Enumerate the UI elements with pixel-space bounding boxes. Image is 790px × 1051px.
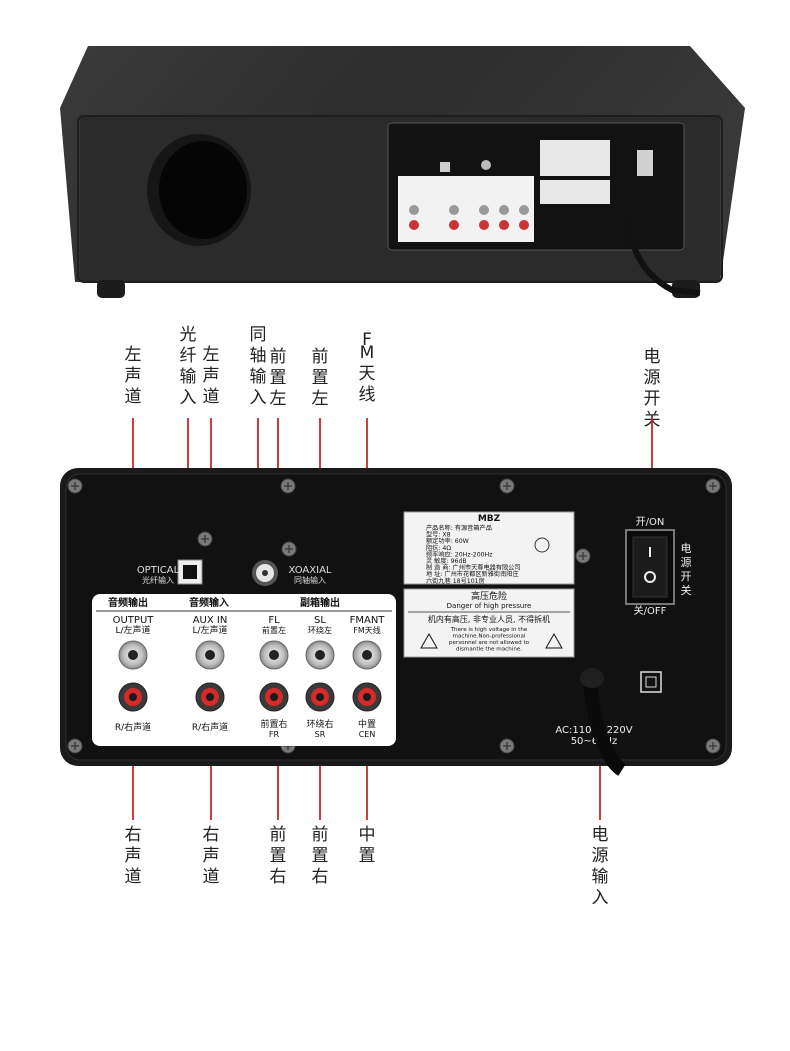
mini-power-cord	[621, 211, 701, 296]
spec-line: 产品名称: 有源音箱产品	[426, 524, 492, 532]
warning-icon-right	[545, 632, 563, 649]
sl-cn-label: 环绕左	[308, 625, 332, 635]
callout-front-left-a: 前置左	[270, 347, 287, 409]
spec-line: 型号: X8	[426, 531, 451, 539]
rear-panel: OPTICAL 光纤输入 XOAXIAL 同轴输入 音频输出 音频输入 副箱输出…	[60, 468, 732, 776]
warning-plate	[403, 588, 575, 658]
warning-en: There is high voltage in themachine.Non-…	[449, 627, 530, 653]
power-frequency: 50~60Hz	[571, 736, 618, 747]
out-r-label: R/右声道	[115, 721, 151, 733]
warning-title: 高压危险	[471, 590, 507, 602]
fr-label: FR	[269, 730, 280, 739]
optical-cn-label: 光纤输入	[142, 575, 174, 585]
group-sub-out: 副箱输出	[300, 596, 340, 609]
callouts-bottom: 右声道 右声道 前置右 前置右 中置 电源输入	[125, 825, 609, 908]
callout-right-channel: 右声道	[125, 825, 142, 887]
ccc-mark	[534, 537, 550, 553]
callout-left-channel: 左声道	[125, 345, 142, 407]
group-audio-in: 音频输入	[189, 596, 229, 609]
foot-left	[97, 280, 125, 298]
callout-front-right-b: 前置右	[312, 825, 329, 887]
warning-en-line: There is high voltage in the	[450, 627, 528, 633]
callout-power-switch: 电源开关	[644, 347, 661, 430]
spec-line: 额定功率: 60W	[426, 537, 469, 545]
spec-line: 六街九巷 18号101房	[426, 577, 485, 585]
power-inlet	[580, 668, 604, 688]
warning-en-line: dismantle the machine.	[456, 647, 522, 653]
switch-side-label: 电源开关	[681, 542, 692, 597]
switch-side-text: 电源开关	[681, 542, 692, 597]
spec-line: 制 造 商: 广州市天尊电器有限公司	[426, 564, 521, 572]
subwoofer-photo	[60, 46, 745, 298]
sr-label: SR	[315, 730, 326, 739]
callout-power-in: 电源输入	[592, 825, 609, 908]
warning-icon-left	[420, 632, 438, 649]
coax-label: XOAXIAL	[289, 565, 332, 576]
fmant-cn-label: FM天线	[353, 625, 381, 635]
power-cord	[583, 677, 627, 776]
mini-white-area	[398, 176, 534, 242]
sl-label: SL	[314, 615, 326, 626]
spec-line: 地 址: 广州市花都区新雅街南阳庄	[426, 570, 519, 578]
callout-coax-in: 同轴输入	[250, 325, 267, 408]
warning-subtitle: Danger of high pressure	[447, 602, 532, 610]
spec-plate	[403, 511, 575, 585]
switch-off-label: 关/OFF	[634, 604, 667, 617]
sr-cn-label: 环绕右	[306, 718, 333, 730]
warning-en-line: personnel are not allowed to	[449, 640, 530, 646]
brand-label: MBZ	[478, 514, 501, 524]
ground-symbol	[640, 671, 662, 693]
rca-jacks	[118, 640, 382, 712]
callout-center: 中置	[359, 825, 376, 866]
aux-r-label: R/右声道	[192, 721, 228, 733]
warning-en-line: machine.Non-professional	[453, 634, 526, 640]
callout-aux-left: 左声道	[203, 345, 220, 407]
switch-on-label: 开/ON	[636, 517, 665, 528]
callout-aux-right: 右声道	[203, 825, 220, 887]
fmant-label: FMANT	[350, 615, 386, 626]
callout-front-left-b: 前置左	[312, 347, 329, 409]
optical-label: OPTICAL	[137, 565, 180, 576]
optical-port	[177, 559, 203, 585]
spec-line: 频率响应: 20Hz-200Hz	[426, 550, 493, 558]
cen-cn-label: 中置	[358, 718, 376, 730]
fl-cn-label: 前置左	[262, 625, 286, 635]
fl-label: FL	[268, 615, 280, 626]
group-audio-out: 音频输出	[108, 596, 148, 609]
warning-cn: 机内有高压, 非专业人员, 不得拆机	[428, 614, 550, 624]
cen-label: CEN	[359, 730, 376, 739]
spec-line: 灵 敏度: 96dB	[426, 557, 467, 565]
output-label: OUTPUT	[113, 615, 155, 626]
aux-label: AUX IN	[193, 615, 228, 626]
output-l-label: L/左声道	[115, 624, 150, 636]
switch-off-mark	[644, 571, 656, 583]
coax-cn-label: 同轴输入	[294, 575, 326, 585]
callout-optical-in: 光纤输入	[180, 325, 197, 408]
aux-l-label: L/左声道	[192, 624, 227, 636]
fr-cn-label: 前置右	[260, 718, 287, 730]
spec-line: 阻抗: 4Ω	[426, 544, 451, 552]
callout-front-right-a: 前置右	[270, 825, 287, 887]
